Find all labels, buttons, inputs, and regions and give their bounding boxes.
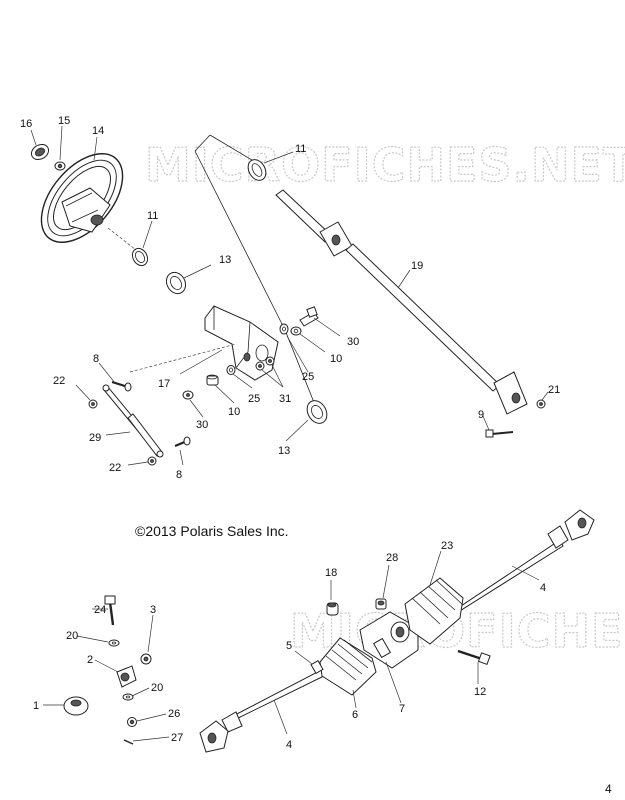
bolt-30-upper: [299, 306, 319, 327]
callout-4-left: 4: [286, 739, 292, 751]
shaft-nut: [536, 399, 546, 409]
callout-23: 23: [441, 540, 453, 552]
nut-31-b: [265, 356, 275, 366]
callout-2: 2: [87, 654, 93, 666]
steering-column-bracket: [204, 305, 279, 381]
callout-6: 6: [352, 709, 358, 721]
bushing-1: [63, 696, 89, 716]
nut-26: [127, 717, 137, 727]
bearing-shaft-top: [247, 159, 267, 181]
callout-13-lower: 13: [278, 445, 290, 457]
callout-29: 29: [89, 432, 101, 444]
callout-18: 18: [325, 567, 337, 579]
rack-housing: [359, 611, 419, 669]
callout-28: 28: [386, 552, 398, 564]
steering-wheel-cap: [30, 143, 50, 161]
bushing-10-lower: [206, 374, 219, 386]
callout-1: 1: [33, 700, 39, 712]
lower-leader-lines: [43, 550, 540, 742]
callout-31: 31: [279, 393, 291, 405]
callout-8-upper: 8: [93, 353, 99, 365]
callout-10-upper: 10: [330, 353, 342, 365]
steering-wheel-nut: [54, 161, 66, 171]
nut-22-upper: [88, 399, 98, 409]
intermediate-shaft: [275, 189, 528, 415]
pivot-pin-upper: [111, 380, 132, 392]
callout-14: 14: [92, 125, 104, 137]
callout-20-upper: 20: [66, 630, 78, 642]
bearing-column-upper: [165, 271, 187, 295]
rack-mount-bolt: [457, 649, 491, 666]
callout-10-lower: 10: [228, 406, 240, 418]
callout-19: 19: [411, 260, 423, 272]
callout-12: 12: [474, 686, 486, 698]
callout-25-upper: 25: [302, 371, 314, 383]
bolt-24: [104, 595, 116, 626]
washer-25-lower: [226, 365, 236, 375]
steering-wheel: [40, 153, 124, 243]
cotter-pin-27: [123, 739, 134, 745]
pivot-pin-lower: [174, 436, 191, 448]
callout-16: 16: [20, 118, 32, 130]
callout-24: 24: [94, 604, 106, 616]
callout-26: 26: [168, 708, 180, 720]
callout-30-upper: 30: [347, 336, 359, 348]
pinion-cap: [375, 598, 387, 610]
callout-11-top: 11: [295, 143, 306, 155]
watermark-top: MICROFICHES.NET: [145, 138, 625, 192]
rack-boot-right: [404, 577, 464, 645]
tie-rod-left: [199, 667, 329, 753]
callout-21: 21: [548, 384, 560, 396]
callout-11-left: 11: [147, 210, 158, 222]
boot-clamp: [310, 659, 324, 675]
washer-20-upper: [108, 639, 120, 647]
callout-9: 9: [478, 409, 484, 421]
intermediate-shaft-outline: [194, 134, 316, 406]
callout-27: 27: [171, 732, 183, 744]
callout-13-upper: 13: [219, 254, 231, 266]
tie-rod-right: [453, 509, 595, 616]
bearing-upper: [131, 247, 149, 267]
rack-boot-left: [319, 637, 377, 696]
callout-30-lower: 30: [196, 419, 208, 431]
rack-bushing: [326, 602, 339, 616]
callout-15: 15: [58, 115, 70, 127]
callout-7: 7: [399, 703, 405, 715]
shaft-bolt: [485, 429, 514, 438]
callout-3: 3: [150, 604, 156, 616]
nut-31-a: [255, 361, 265, 371]
callout-8-lower: 8: [176, 469, 182, 481]
callout-22-upper: 22: [53, 375, 65, 387]
copyright-text: ©2013 Polaris Sales Inc.: [135, 523, 289, 539]
callout-4-right: 4: [540, 582, 546, 594]
callout-17: 17: [158, 378, 170, 390]
bolt-30-lower: [182, 390, 194, 400]
tie-rod-end-2: [116, 665, 137, 688]
washer-25-upper: [279, 323, 289, 335]
callout-20-lower: 20: [151, 682, 163, 694]
nut-3: [140, 653, 152, 665]
upper-leader-lines: [30, 125, 549, 466]
callout-25-lower: 25: [248, 393, 260, 405]
callout-22-lower: 22: [109, 462, 121, 474]
tilt-gas-strut: [102, 384, 164, 458]
nut-22-lower: [147, 456, 157, 466]
callout-5: 5: [286, 640, 292, 652]
page-number: 4: [605, 782, 612, 796]
washer-20-lower: [122, 693, 134, 701]
bushing-10-upper: [290, 326, 302, 336]
bearing-column-lower: [306, 400, 328, 424]
